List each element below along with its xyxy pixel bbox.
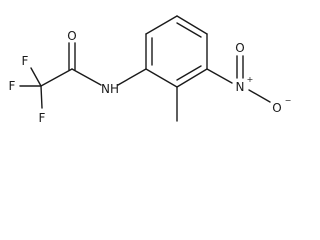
fluorine-bottom-label: F [39, 111, 46, 125]
bond-ring-nitro [206, 68, 233, 84]
bonds [19, 15, 271, 122]
bond-cf3-f-top [30, 67, 42, 87]
nitro-oxygen-minus-label: O [272, 101, 281, 115]
nitro-nitrogen-charge: + [247, 75, 254, 84]
bond-ring-6 [145, 68, 178, 88]
fluorine-top-label: F [22, 54, 29, 68]
fluorine-left-label: F [9, 79, 16, 93]
bond-cf3-f-bottom [40, 85, 43, 109]
bond-ring-inner-2 [176, 22, 202, 38]
bond-carbonyl-nh [71, 68, 102, 86]
carbonyl-oxygen-label: O [67, 29, 76, 43]
bond-ring-inner-3 [176, 65, 202, 81]
bond-cf3-carbonyl [40, 68, 73, 87]
bond-nitro-o-minus [248, 89, 271, 103]
nitro-oxygen-charge: − [285, 96, 292, 105]
bond-ring-5 [176, 68, 208, 88]
amide-nh-label: NH [101, 82, 119, 96]
chemical-structure: F F F O NH N + O O − [9, 15, 292, 125]
bond-ring-2 [145, 15, 178, 35]
atom-labels: F F F O NH N + O O − [9, 29, 292, 125]
nitro-oxygen-top-label: O [235, 41, 244, 55]
bond-nh-ring [117, 68, 147, 86]
bond-ring-3 [176, 15, 208, 35]
nitro-nitrogen-label: N [236, 80, 245, 94]
